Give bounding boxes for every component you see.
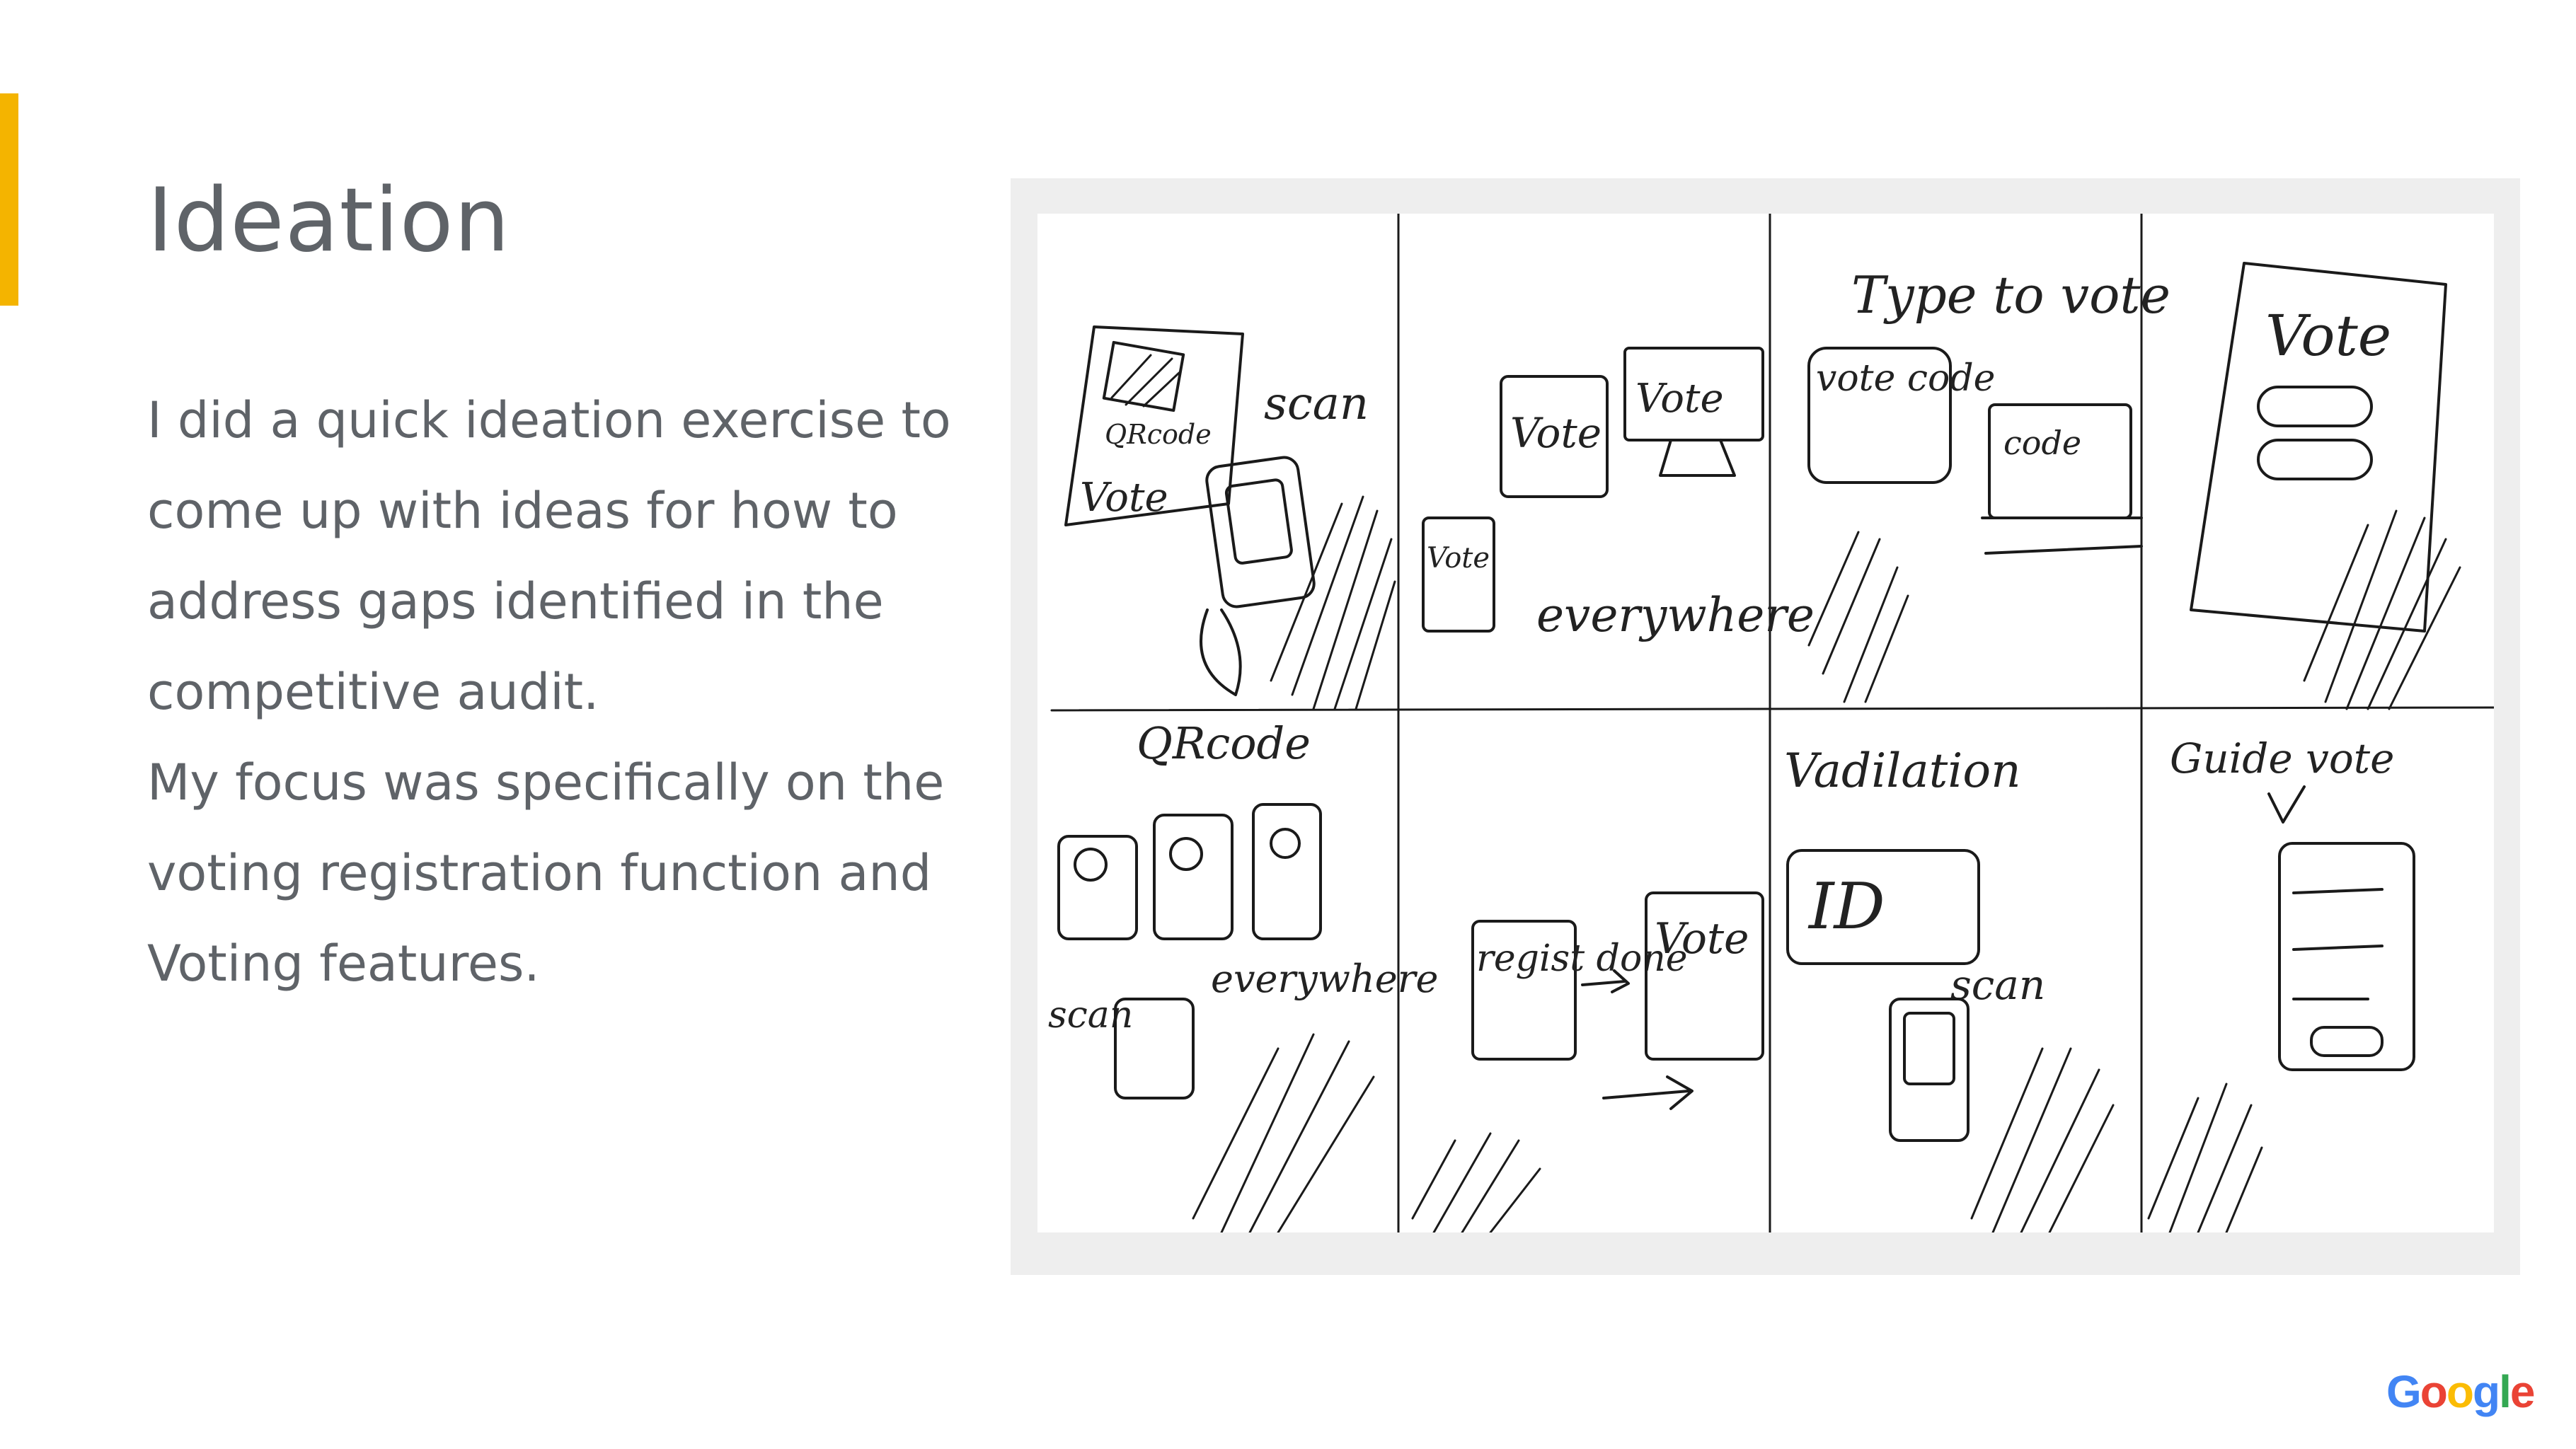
label-everywhere-2: everywhere [1211,957,1438,1001]
google-logo: Google [2386,1366,2536,1418]
slide-body: I did a quick ideation exercise to come … [147,375,954,1009]
label-vote-big: Vote [2265,303,2391,369]
sketch-divider-h [1050,706,2494,712]
panel-type-to-vote: Type to vote vote code code [1807,265,2170,703]
label-type-to-vote: Type to vote [1851,265,2170,325]
logo-letter-l: l [2499,1366,2512,1417]
logo-letter-g: G [2386,1366,2422,1417]
label-regist-done: regist done [1476,937,1688,980]
label-qrcode-small: QRcode [1105,419,1212,450]
label-everywhere-1: everywhere [1536,588,1815,642]
ideation-sketch-image: QRcode Vote scan Vote Vote Vote everywhe… [1011,178,2520,1275]
label-qrcode-bottom: QRcode [1137,717,1311,769]
label-validation: Vadilation [1784,744,2021,798]
panel-regist-done: regist done Vote [1411,891,1764,1232]
panel-qr-scan: QRcode Vote scan [1064,325,1396,710]
label-vote-card: Vote [1080,475,1168,521]
logo-letter-g2: g [2472,1366,2500,1417]
panel-guide-vote: Guide vote [2147,734,2415,1232]
logo-letter-e: e [2509,1366,2536,1417]
label-scan-id: scan [1950,961,2045,1009]
label-code: code [2003,424,2081,462]
body-paragraph-1: I did a quick ideation exercise to come … [147,391,951,721]
label-vote-after: Vote [1655,914,1749,964]
sketch-drawing: QRcode Vote scan Vote Vote Vote everywhe… [1048,214,2494,1232]
body-paragraph-2: My focus was specifically on the voting … [147,754,945,993]
label-vote-monitor: Vote [1635,376,1724,422]
panel-vote-devices: Vote Vote Vote everywhere [1422,347,1815,642]
label-scan: scan [1264,378,1369,430]
label-vote-small: Vote [1427,542,1490,575]
panel-ballot: Vote [2190,262,2461,710]
accent-bar [0,93,18,306]
logo-letter-o2: o [2446,1366,2474,1417]
label-id: ID [1807,870,1885,944]
label-vote-phone: Vote [1510,409,1602,457]
label-guide-vote: Guide vote [2170,734,2394,783]
panel-qr-everywhere: QRcode everywhere scan [1048,717,1438,1232]
logo-letter-o1: o [2420,1366,2448,1417]
sketch-paper: QRcode Vote scan Vote Vote Vote everywhe… [1037,214,2494,1232]
panel-validation: Vadilation ID scan [1784,744,2115,1232]
slide-title: Ideation [147,170,511,272]
label-vote-code: vote code [1816,357,1995,400]
